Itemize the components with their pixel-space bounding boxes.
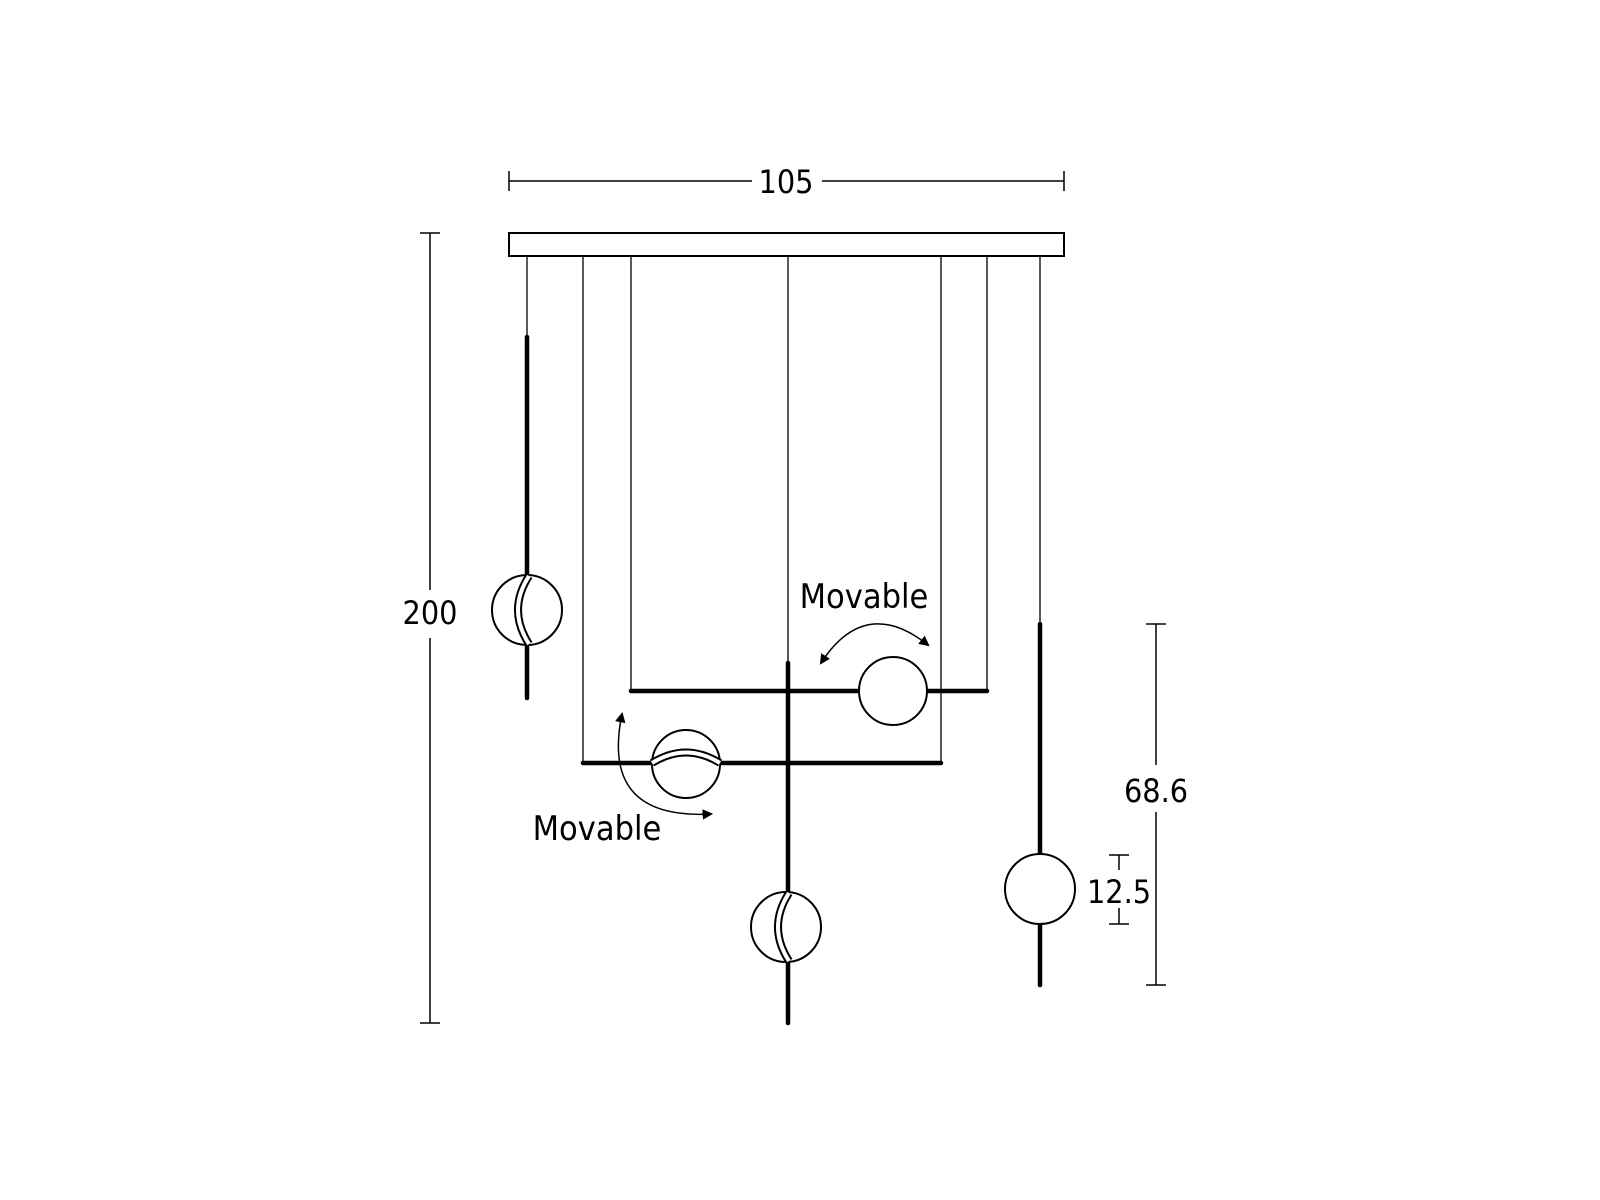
ceiling-canopy [508,232,1065,257]
width-dimension: 105 [508,163,1065,201]
height-dimension: 200 [403,232,458,1024]
suspension-wires [526,256,1041,763]
globe-diameter-dimension: 12.5 [1087,854,1151,925]
globe-left [491,573,563,647]
movable-arrow-upper [819,623,930,665]
globe-diameter-label: 12.5 [1087,873,1151,911]
globe-center [750,890,822,964]
height-label: 200 [403,594,458,632]
movable-label-upper: Movable [800,577,929,617]
lower-height-dimension: 68.6 [1124,623,1188,986]
width-label: 105 [759,163,814,201]
globe-right [1004,853,1076,925]
movable-label-lower: Movable [533,809,662,849]
movable-arrow-lower [615,711,714,820]
globe-lower-bar [649,729,723,799]
globe-upper-bar [858,656,928,726]
lower-height-label: 68.6 [1124,772,1188,810]
